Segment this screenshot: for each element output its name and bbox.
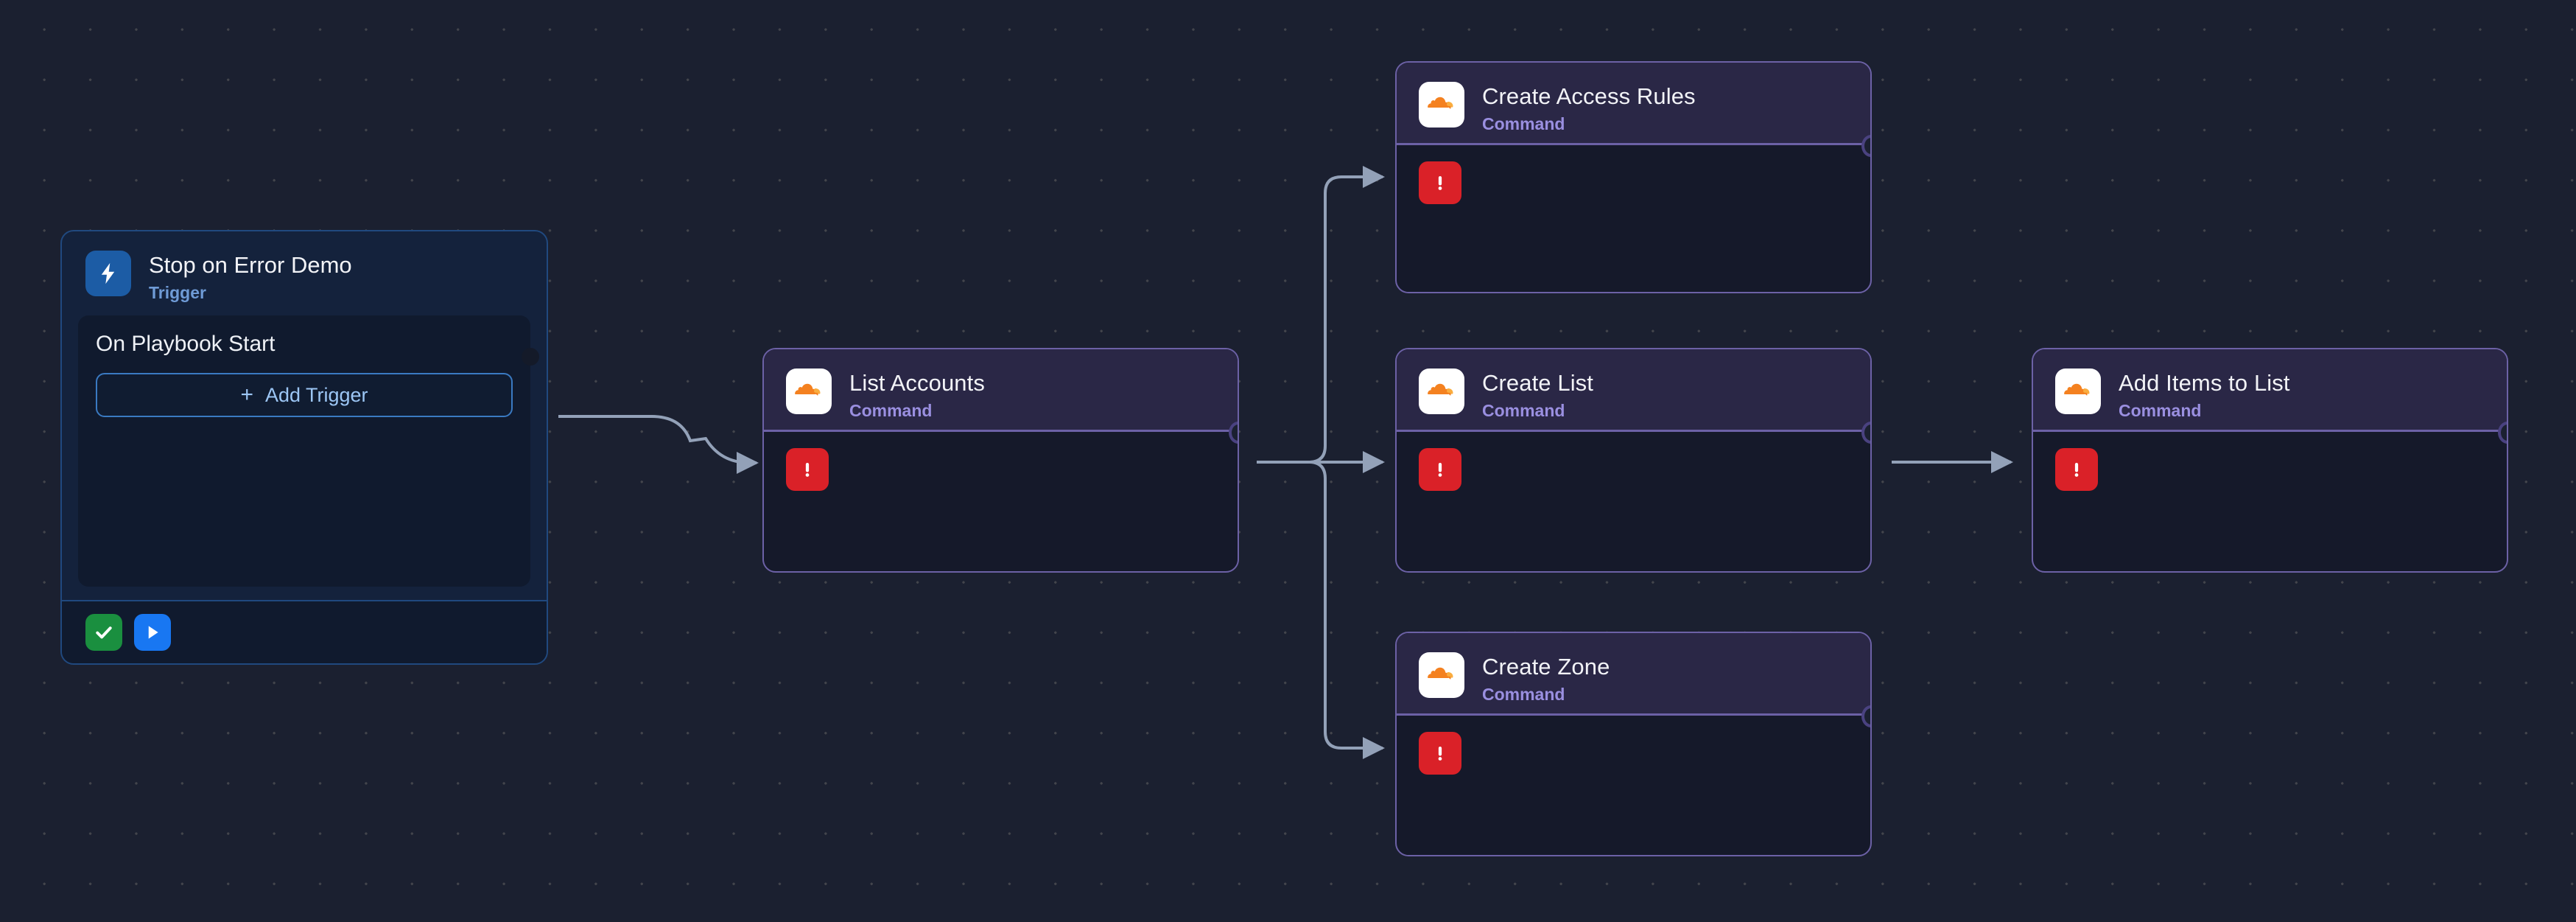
node-body — [1397, 145, 1870, 204]
node-subtitle: Command — [2119, 401, 2202, 420]
trigger-node-stop-on-error-demo[interactable]: Stop on Error Demo Trigger On Playbook S… — [60, 230, 548, 665]
node-output-port[interactable] — [1861, 705, 1870, 727]
cloudflare-icon — [2055, 369, 2101, 414]
node-body — [1397, 432, 1870, 491]
cloudflare-icon — [786, 369, 832, 414]
command-node-list-accounts[interactable]: List Accounts Command — [762, 348, 1239, 573]
error-exclamation-icon[interactable] — [2055, 448, 2098, 491]
add-trigger-label: Add Trigger — [264, 383, 368, 406]
trigger-node-header: Stop on Error Demo Trigger — [62, 231, 547, 311]
node-body — [1397, 716, 1870, 775]
error-exclamation-icon[interactable] — [1419, 161, 1461, 204]
trigger-node-title: Stop on Error Demo — [149, 252, 352, 278]
node-subtitle: Command — [849, 401, 933, 420]
lightning-bolt-icon — [85, 251, 131, 296]
command-node-create-list[interactable]: Create List Command — [1395, 348, 1872, 573]
node-body — [2033, 432, 2507, 491]
cloudflare-icon — [1419, 652, 1464, 698]
node-output-port[interactable] — [1861, 135, 1870, 157]
add-trigger-button[interactable]: + Add Trigger — [96, 373, 513, 417]
node-subtitle: Command — [1482, 401, 1565, 420]
node-header: List Accounts Command — [764, 349, 1238, 432]
validate-button[interactable] — [85, 614, 122, 651]
node-title: Add Items to List — [2119, 370, 2290, 396]
cloudflare-icon — [1419, 82, 1464, 128]
edge-list-accounts-to-create-access-rules — [1257, 166, 1385, 464]
node-output-port[interactable] — [1861, 422, 1870, 444]
trigger-panel-title: On Playbook Start — [96, 332, 276, 356]
node-title: List Accounts — [849, 370, 985, 396]
node-title: Create Zone — [1482, 654, 1610, 680]
node-header: Create Zone Command — [1397, 633, 1870, 716]
node-header: Add Items to List Command — [2033, 349, 2507, 432]
error-exclamation-icon[interactable] — [786, 448, 829, 491]
node-body — [764, 432, 1238, 491]
plus-icon: + — [240, 383, 253, 407]
error-exclamation-icon[interactable] — [1419, 448, 1461, 491]
node-subtitle: Command — [1482, 685, 1565, 704]
trigger-node-footer — [62, 600, 547, 663]
error-exclamation-icon[interactable] — [1419, 732, 1461, 775]
edge-list-accounts-to-create-zone — [1257, 461, 1385, 759]
trigger-output-port[interactable] — [522, 348, 539, 366]
node-output-port[interactable] — [1229, 422, 1238, 444]
command-node-create-zone[interactable]: Create Zone Command — [1395, 632, 1872, 856]
edge-trigger-to-list-accounts — [558, 415, 759, 474]
node-title: Create List — [1482, 370, 1593, 396]
node-title: Create Access Rules — [1482, 83, 1696, 109]
trigger-node-subtitle: Trigger — [149, 283, 206, 302]
node-output-port[interactable] — [2498, 422, 2507, 444]
trigger-panel: On Playbook Start + Add Trigger — [78, 315, 539, 587]
cloudflare-icon — [1419, 369, 1464, 414]
command-node-add-items-to-list[interactable]: Add Items to List Command — [2032, 348, 2508, 573]
command-node-create-access-rules[interactable]: Create Access Rules Command — [1395, 61, 1872, 293]
node-header: Create Access Rules Command — [1397, 63, 1870, 145]
node-header: Create List Command — [1397, 349, 1870, 432]
run-button[interactable] — [134, 614, 171, 651]
node-subtitle: Command — [1482, 114, 1565, 133]
